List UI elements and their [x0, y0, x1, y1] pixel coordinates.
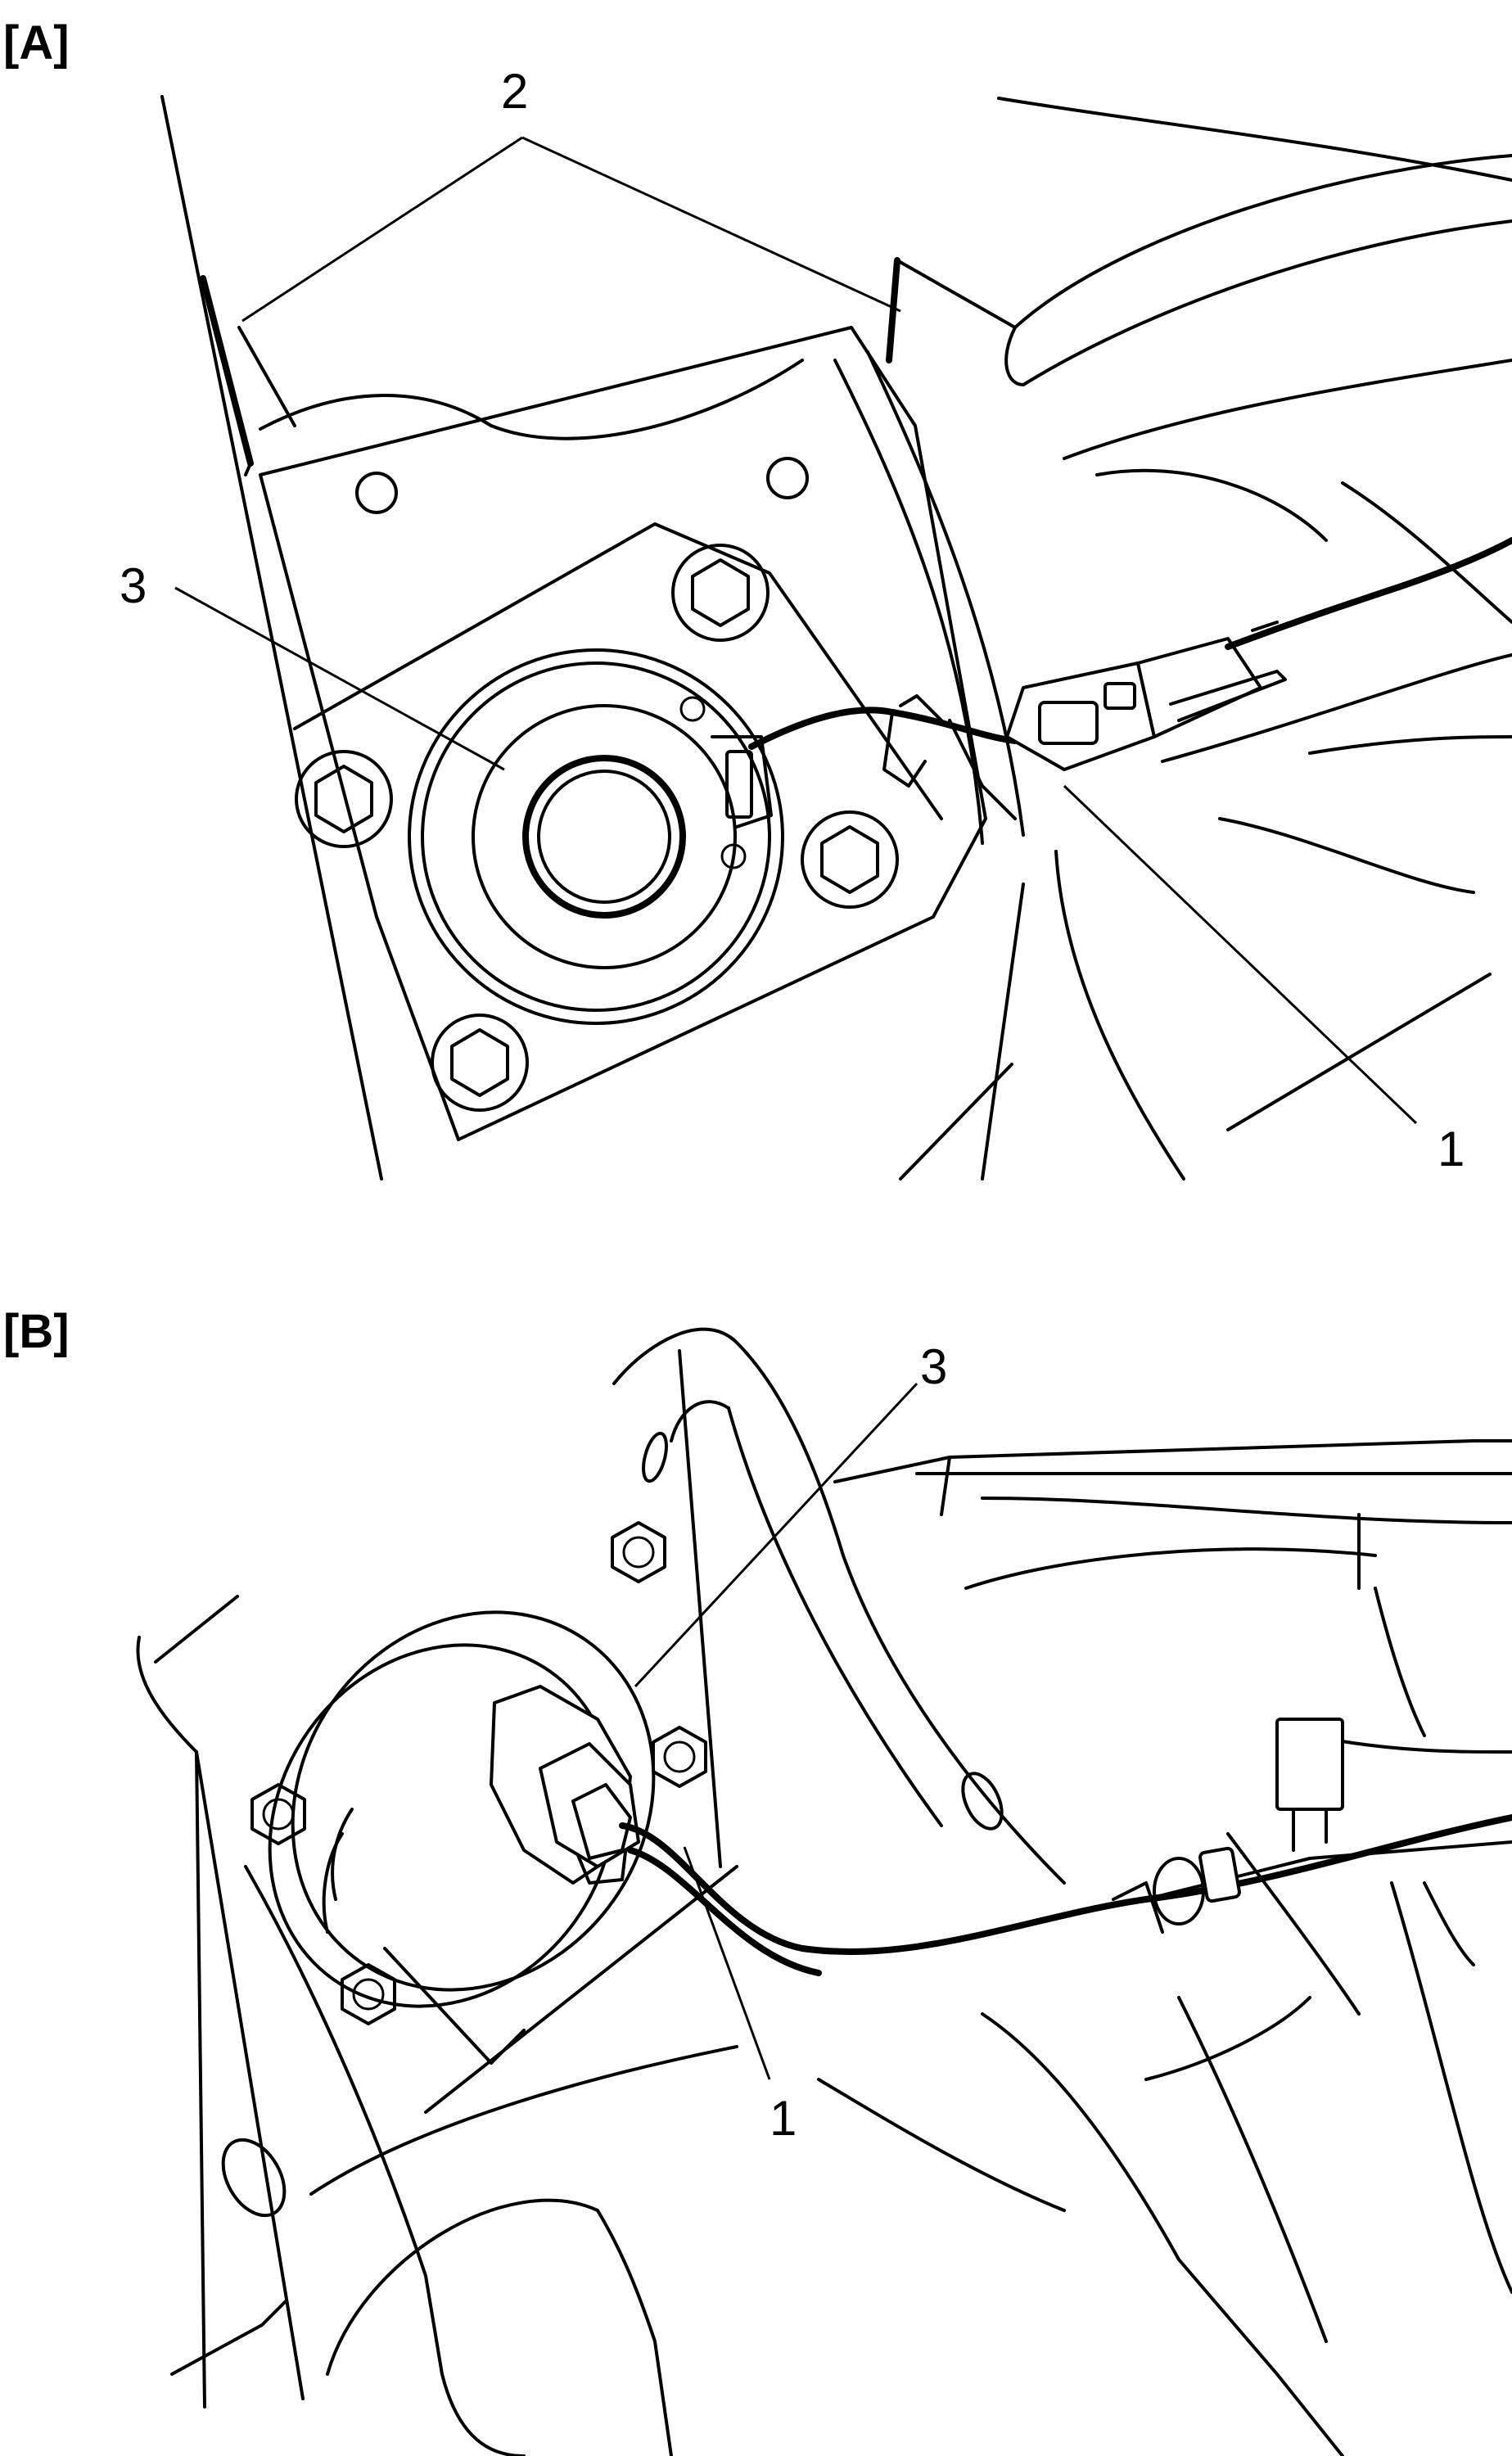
- callout-3: 3: [120, 558, 147, 613]
- panel-b-frame: [136, 1327, 1512, 2456]
- bolt: [652, 1726, 707, 1788]
- callout-2: 2: [501, 64, 528, 119]
- panel-a-label: [A]: [3, 16, 70, 70]
- panel-b-label: [B]: [3, 1305, 70, 1358]
- bolt: [671, 544, 770, 642]
- panel-b: [B]: [3, 1305, 1512, 2456]
- sensor-ring: [408, 648, 784, 1025]
- mounting-plate: [259, 326, 987, 1141]
- mounting-bolts: [295, 544, 899, 1112]
- callout-1-b: 1: [770, 2091, 797, 2146]
- harness-bracket: [1275, 1718, 1344, 1852]
- cable-clip: [1198, 1846, 1241, 1903]
- panel-a-frame: [160, 95, 1512, 1181]
- panel-a-leaders: [174, 136, 1418, 1125]
- mounting-bolts-b: [250, 1521, 707, 2025]
- sensor-housing: [268, 1610, 656, 2008]
- callout-3-b: 3: [920, 1339, 947, 1394]
- harness-connector: [1005, 637, 1287, 771]
- bolt: [611, 1521, 666, 1583]
- panel-a: [A]: [3, 16, 1512, 1181]
- bolt: [431, 1014, 529, 1112]
- bolt: [295, 750, 393, 848]
- bolt: [341, 1963, 396, 2025]
- panel-b-leaders: [634, 1382, 918, 2080]
- sensor-cable-b: [619, 1718, 1512, 1976]
- sensor-harness: [748, 537, 1512, 820]
- callout-1: 1: [1438, 1122, 1465, 1176]
- bolt: [801, 810, 899, 909]
